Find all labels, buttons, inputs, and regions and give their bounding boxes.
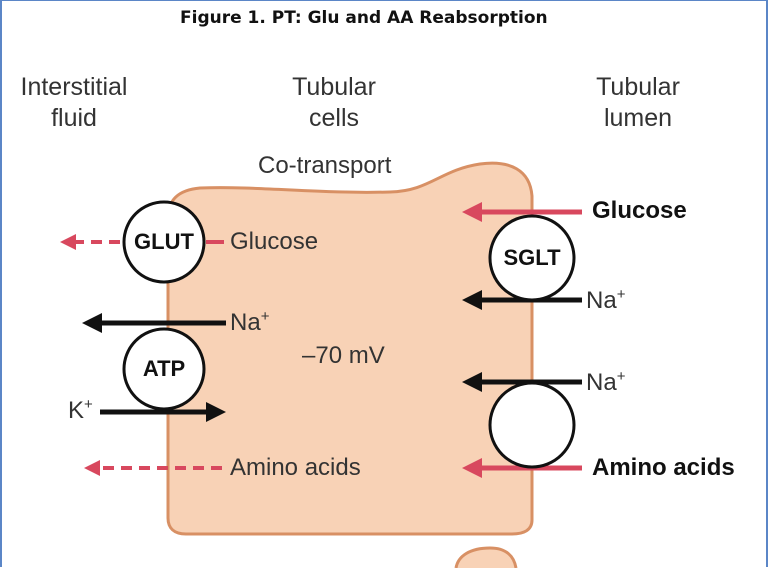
sglt-transporter xyxy=(488,214,576,302)
apical-amino-label: Amino acids xyxy=(592,454,735,481)
atp-pump xyxy=(122,327,206,411)
apical-na1-text: Na xyxy=(586,287,617,314)
column-left-line-2: fluid xyxy=(51,104,97,132)
column-right-line-2: lumen xyxy=(603,104,673,132)
adjacent-cell xyxy=(454,546,518,568)
baso-amino-label: Amino acids xyxy=(230,454,361,481)
apical-na-label-2: Na+ xyxy=(586,369,625,397)
baso-na-text: Na xyxy=(230,309,261,336)
k-label: K+ xyxy=(68,397,93,425)
atp-label: ATP xyxy=(142,356,186,381)
na-efflux-arrowhead xyxy=(82,313,102,333)
column-tubular-cells: Tubular cells xyxy=(268,72,400,134)
baso-na-label: Na+ xyxy=(230,309,269,337)
figure-title: Figure 1. PT: Glu and AA Reabsorption xyxy=(180,8,548,28)
amino-exit-arrowhead xyxy=(84,460,100,476)
glut-transporter xyxy=(122,200,206,284)
baso-na-charge: + xyxy=(260,308,270,325)
apical-na-label-1: Na+ xyxy=(586,287,625,315)
apical-na2-charge: + xyxy=(616,368,626,385)
amino-entry-arrowhead xyxy=(462,458,482,478)
column-middle-line-2: cells xyxy=(308,104,359,132)
baso-glucose-label: Glucose xyxy=(230,228,319,255)
column-tubular-lumen: Tubular lumen xyxy=(572,72,704,134)
glut-label: GLUT xyxy=(134,229,194,254)
tubular-cell xyxy=(166,161,534,536)
apical-na2-text: Na xyxy=(586,369,617,396)
glucose-entry-arrowhead xyxy=(462,202,482,222)
cotransport-label: Co-transport xyxy=(258,152,392,179)
k-influx-arrowhead xyxy=(206,402,226,422)
apical-na1-charge: + xyxy=(616,286,626,303)
na-entry-arrowhead-1 xyxy=(462,290,482,310)
column-middle-line-1: Tubular xyxy=(292,73,376,101)
column-interstitial-fluid: Interstitial fluid xyxy=(8,72,140,134)
glucose-exit-arrowhead xyxy=(60,234,76,250)
k-charge: + xyxy=(84,396,93,413)
column-left-line-1: Interstitial xyxy=(20,73,128,101)
na-entry-arrowhead-2 xyxy=(462,372,482,392)
sglt-label: SGLT xyxy=(503,245,561,270)
apical-glucose-label: Glucose xyxy=(592,197,687,224)
k-text: K xyxy=(68,397,85,424)
column-right-line-1: Tubular xyxy=(596,73,680,101)
membrane-potential-label: –70 mV xyxy=(302,342,385,369)
amino-acid-transporter xyxy=(488,381,576,469)
